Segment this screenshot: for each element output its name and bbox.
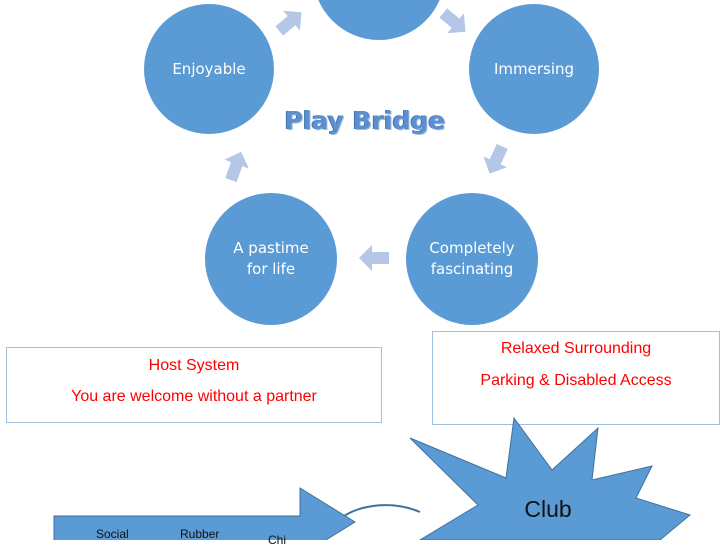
club-label: Club [524,496,572,522]
activities-block-arrow [53,487,356,540]
cycle-node-enjoyable-label: Enjoyable [172,59,246,78]
cycle-node-immersing-label: Immersing [493,59,575,78]
facilities-box: Relaxed Surrounding Parking & Disabled A… [432,331,720,425]
cycle-node-pastime: A pastime for life [205,193,337,325]
cycle-node-immersing: Immersing [469,4,599,134]
host-system-box: Host System You are welcome without a pa… [6,347,382,423]
arrow-label-chi: Chi [268,533,287,547]
cycle-arrow-fascinating-to-pastime [359,245,389,271]
cycle-node-pastime-label: A pastime for life [233,239,309,278]
cycle-node-enjoyable: Enjoyable [144,4,274,134]
club-star-burst [409,416,692,540]
welcome-text: You are welcome without a partner [71,388,317,405]
cycle-arrow-pastime-to-enjoyable [224,151,249,183]
parking-access-text: Parking & Disabled Access [480,372,672,389]
relaxed-surrounding-text: Relaxed Surrounding [500,340,652,357]
host-system-text: Host System [148,357,240,374]
arrow-label-rubber: Rubber [180,527,220,541]
cycle-arrow-top-to-immersing [439,8,466,34]
cycle-node-fascinating: Completely fascinating [406,193,538,325]
arrow-label-social: Social [96,527,129,541]
cycle-arrow-immersing-to-fascinating [483,143,508,174]
cycle-node-fascinating-label: Completely fascinating [429,239,515,278]
diagram-title: Play Bridge [284,106,446,135]
cycle-arrow-enjoyable-to-top [275,10,302,36]
